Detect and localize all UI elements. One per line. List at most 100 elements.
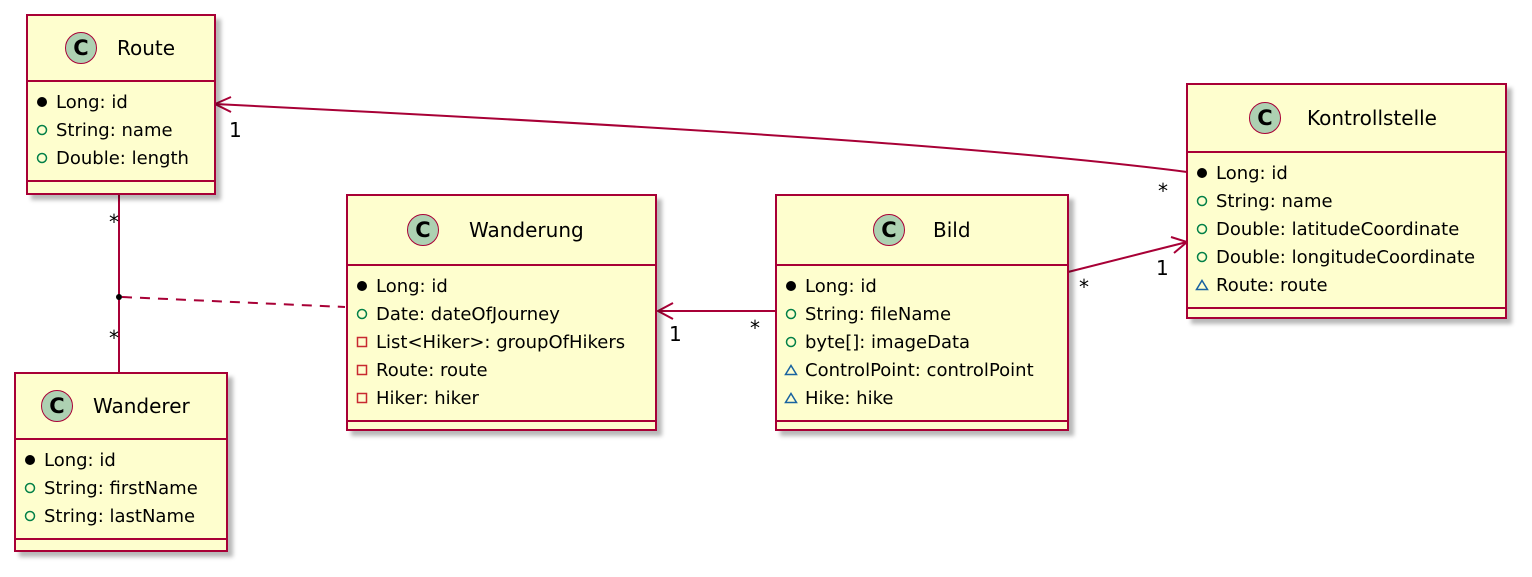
multiplicity-kontrollstelle-end: * bbox=[1158, 179, 1168, 203]
package-marker-icon bbox=[1188, 279, 1216, 291]
attribute-row: Hiker: hiker bbox=[348, 384, 655, 412]
class-header: C Wanderung bbox=[348, 196, 655, 266]
attribute-list: Long: id String: fileName byte[]: imageDat… bbox=[777, 266, 1067, 422]
relation-line-kontrollstelle-route bbox=[214, 103, 1188, 173]
attribute-row: Long: id bbox=[348, 272, 655, 300]
package-marker-icon bbox=[777, 392, 805, 404]
multiplicity-bild-wanderung-end: * bbox=[750, 316, 760, 340]
attribute-text: String: lastName bbox=[44, 505, 196, 527]
public-marker-icon bbox=[1188, 223, 1216, 235]
attribute-text: Date: dateOfJourney bbox=[376, 303, 560, 325]
attribute-row: String: fileName bbox=[777, 300, 1067, 328]
class-stereotype-icon: C bbox=[41, 390, 73, 422]
multiplicity-route-end: 1 bbox=[229, 118, 242, 142]
class-stereotype-icon: C bbox=[873, 214, 905, 246]
attribute-text: String: firstName bbox=[44, 477, 198, 499]
multiplicity-kontrollstelle-bild-end: 1 bbox=[1156, 256, 1169, 280]
public-marker-icon bbox=[1188, 195, 1216, 207]
attribute-text: Long: id bbox=[376, 275, 448, 297]
attribute-text: String: name bbox=[56, 119, 173, 141]
attribute-text: Route: route bbox=[1216, 274, 1328, 296]
public-method-marker-icon bbox=[16, 454, 44, 466]
attribute-text: Double: latitudeCoordinate bbox=[1216, 218, 1460, 240]
attribute-row: Long: id bbox=[16, 446, 226, 474]
public-marker-icon bbox=[16, 482, 44, 494]
attribute-text: Hike: hike bbox=[805, 387, 894, 409]
attribute-text: Hiker: hiker bbox=[376, 387, 479, 409]
attribute-row: Long: id bbox=[1188, 159, 1505, 187]
attribute-row: Route: route bbox=[348, 356, 655, 384]
attribute-row: Double: latitudeCoordinate bbox=[1188, 215, 1505, 243]
class-name: Kontrollstelle bbox=[1307, 106, 1437, 130]
attribute-text: byte[]: imageData bbox=[805, 331, 971, 353]
class-bild[interactable]: C Bild Long: id String: fileName byte[]: i… bbox=[775, 194, 1069, 431]
attribute-row: Double: longitudeCoordinate bbox=[1188, 243, 1505, 271]
class-stereotype-icon: C bbox=[65, 32, 97, 64]
attribute-row: Double: length bbox=[28, 144, 214, 172]
multiplicity-bild-kontrollstelle-end: * bbox=[1079, 275, 1089, 299]
public-marker-icon bbox=[348, 308, 376, 320]
association-class-link bbox=[121, 296, 346, 308]
attribute-row: Hike: hike bbox=[777, 384, 1067, 412]
association-point bbox=[116, 294, 122, 300]
private-marker-icon bbox=[348, 392, 376, 404]
private-marker-icon bbox=[348, 336, 376, 348]
class-header: C Bild bbox=[777, 196, 1067, 266]
class-name: Route bbox=[117, 36, 176, 60]
attribute-text: Long: id bbox=[56, 91, 128, 113]
public-method-marker-icon bbox=[777, 280, 805, 292]
private-marker-icon bbox=[348, 364, 376, 376]
public-marker-icon bbox=[1188, 251, 1216, 263]
attribute-text: String: name bbox=[1216, 190, 1333, 212]
attribute-text: ControlPoint: controlPoint bbox=[805, 359, 1034, 381]
attribute-text: Double: longitudeCoordinate bbox=[1216, 246, 1476, 268]
attribute-row: Long: id bbox=[777, 272, 1067, 300]
attribute-row: String: name bbox=[28, 116, 214, 144]
multiplicity-route-wanderer-bottom: * bbox=[109, 326, 119, 350]
attribute-row: List<Hiker>: groupOfHikers bbox=[348, 328, 655, 356]
public-marker-icon bbox=[777, 336, 805, 348]
public-marker-icon bbox=[28, 152, 56, 164]
public-method-marker-icon bbox=[28, 96, 56, 108]
attribute-text: List<Hiker>: groupOfHikers bbox=[376, 331, 626, 353]
attribute-row: byte[]: imageData bbox=[777, 328, 1067, 356]
attribute-row: String: name bbox=[1188, 187, 1505, 215]
class-stereotype-icon: C bbox=[1249, 102, 1281, 134]
class-header: C Kontrollstelle bbox=[1188, 85, 1505, 153]
attribute-text: Long: id bbox=[805, 275, 877, 297]
attribute-text: String: fileName bbox=[805, 303, 952, 325]
attribute-text: Double: length bbox=[56, 147, 189, 169]
class-name: Wanderer bbox=[93, 394, 190, 418]
public-method-marker-icon bbox=[1188, 167, 1216, 179]
attribute-text: Long: id bbox=[1216, 162, 1288, 184]
attribute-row: ControlPoint: controlPoint bbox=[777, 356, 1067, 384]
public-marker-icon bbox=[16, 510, 44, 522]
public-marker-icon bbox=[28, 124, 56, 136]
class-header: C Route bbox=[28, 16, 214, 82]
relation-line-bild-kontrollstelle bbox=[1067, 241, 1188, 273]
attribute-row: Route: route bbox=[1188, 271, 1505, 299]
class-name: Wanderung bbox=[469, 218, 584, 242]
attribute-text: Route: route bbox=[376, 359, 488, 381]
attribute-row: String: lastName bbox=[16, 502, 226, 530]
package-marker-icon bbox=[777, 364, 805, 376]
class-stereotype-icon: C bbox=[407, 214, 439, 246]
multiplicity-route-wanderer-top: * bbox=[109, 210, 119, 234]
attribute-text: Long: id bbox=[44, 449, 116, 471]
attribute-row: Date: dateOfJourney bbox=[348, 300, 655, 328]
class-name: Bild bbox=[933, 218, 971, 242]
attribute-row: Long: id bbox=[28, 88, 214, 116]
arrowhead-wanderung bbox=[655, 302, 674, 320]
public-method-marker-icon bbox=[348, 280, 376, 292]
class-header: C Wanderer bbox=[16, 374, 226, 440]
multiplicity-wanderung-end: 1 bbox=[669, 322, 682, 346]
